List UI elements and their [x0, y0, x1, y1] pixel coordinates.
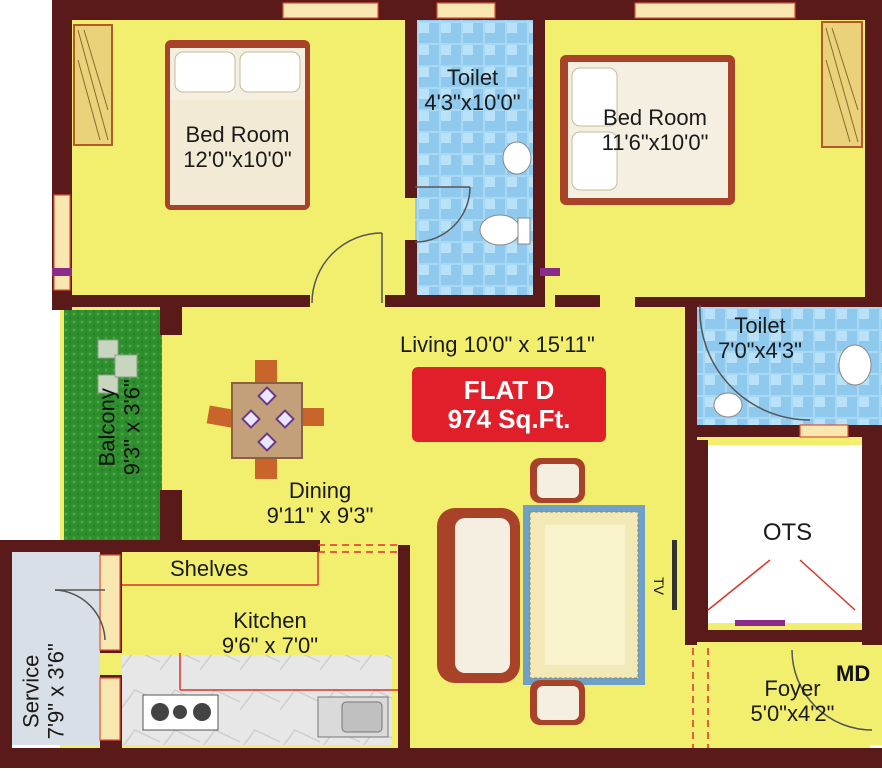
- foyer-size: 5'0"x4'2": [750, 701, 835, 727]
- dining-size: 9'11" x 9'3": [266, 503, 374, 529]
- bedroom-1-name: Bed Room: [185, 122, 290, 147]
- main-door-label: MD: [836, 661, 871, 686]
- kitchen-fixtures: [122, 552, 398, 738]
- column-markers: [52, 268, 785, 626]
- dining-table: [206, 360, 324, 479]
- ots-label: OTS: [762, 519, 813, 546]
- balcony-label: Balcony 9'3" x 3'6": [95, 332, 146, 522]
- shelves-label: Shelves: [170, 556, 249, 581]
- flat-badge-title: FLAT D: [463, 374, 555, 405]
- toilet-1-size: 4'3"x10'0": [424, 90, 521, 116]
- flat-badge: FLAT D 974 Sq.Ft.: [412, 367, 606, 442]
- living-label: Living 10'0" x 15'11": [400, 332, 595, 357]
- bedroom-1-size: 12'0"x10'0": [183, 147, 292, 173]
- balcony-name: Balcony: [94, 388, 120, 467]
- toilet-1-name: Toilet: [446, 65, 499, 90]
- toilet-2-size: 7'0"x4'3": [718, 338, 802, 364]
- tv-label: TV: [650, 577, 667, 595]
- floor-ots: [708, 445, 864, 623]
- bed-2: [560, 55, 735, 205]
- service-size: 7'9" x 3'6": [44, 643, 69, 740]
- flat-badge-area: 974 Sq.Ft.: [447, 403, 571, 434]
- service-label: Service 7'9" x 3'6": [19, 611, 70, 771]
- balcony-furniture: [97, 339, 138, 394]
- bedroom-2-name: Bed Room: [603, 105, 707, 130]
- dining-label: Dining 9'11" x 9'3": [245, 478, 395, 529]
- toilet-fixtures: [479, 141, 872, 418]
- kitchen-label: Kitchen 9'6" x 7'0": [195, 608, 345, 659]
- toilet-2-name: Toilet: [734, 313, 786, 338]
- toilet-1-label: Toilet 4'3"x10'0": [410, 65, 535, 116]
- foyer-name: Foyer: [764, 676, 821, 701]
- doors: [54, 186, 873, 731]
- dining-name: Dining: [288, 478, 352, 503]
- bed-1: [165, 40, 310, 210]
- floor-service: [10, 550, 100, 745]
- bedroom-2-size: 11'6"x10'0": [601, 130, 709, 156]
- foyer-label: Foyer 5'0"x4'2": [730, 676, 855, 727]
- bedroom-2-label: Bed Room 11'6"x10'0": [580, 105, 730, 156]
- windows: [53, 2, 849, 741]
- sofa-set: [437, 458, 677, 725]
- toilet-2-label: Toilet 7'0"x4'3": [700, 313, 820, 364]
- service-name: Service: [18, 654, 44, 728]
- balcony-size: 9'3" x 3'6": [120, 379, 145, 476]
- kitchen-size: 9'6" x 7'0": [221, 633, 319, 659]
- kitchen-name: Kitchen: [233, 608, 307, 633]
- bedroom-1-label: Bed Room 12'0"x10'0": [160, 122, 315, 173]
